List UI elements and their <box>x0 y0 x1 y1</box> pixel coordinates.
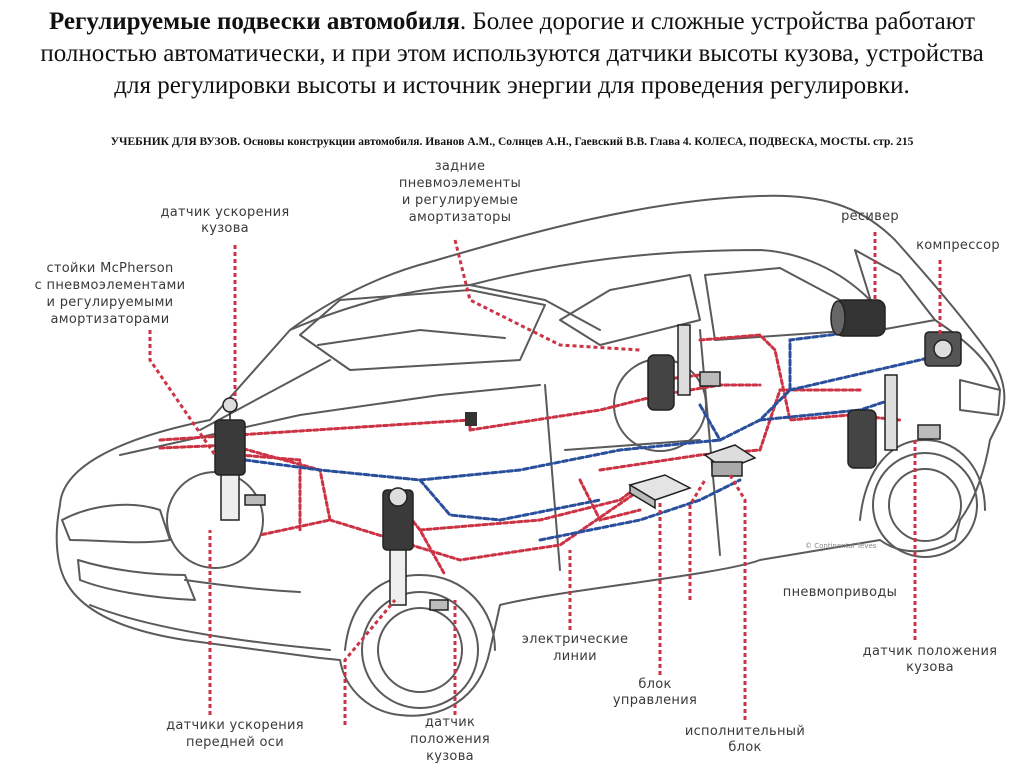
page-title: Регулируемые подвески автомобиля. Более … <box>20 6 1004 102</box>
label-copyright: © Continental Teves <box>805 542 877 550</box>
leader-lines <box>148 232 942 725</box>
label-control-2: управления <box>613 693 697 708</box>
label-mcpherson-3: и регулируемыми <box>47 295 174 310</box>
labels: задние пневмоэлементы и регулируемые амо… <box>35 159 1000 764</box>
label-mcpherson-1: стойки McPherson <box>46 261 173 276</box>
rear-right-air-spring <box>847 374 941 469</box>
label-accel-front-2: передней оси <box>186 735 284 750</box>
label-electric-2: линии <box>553 649 597 664</box>
front-left-strut <box>214 397 266 521</box>
compressor-unit <box>924 331 962 367</box>
label-pneumo: пневмоприводы <box>783 585 897 600</box>
label-accel-body-2: кузова <box>201 221 249 236</box>
label-body-pos-right-1: датчик положения <box>863 644 998 659</box>
label-body-pos-front-3: кузова <box>426 749 474 764</box>
control-unit-box <box>628 474 692 510</box>
receiver-tank <box>830 299 886 337</box>
rear-left-air-spring <box>647 324 721 411</box>
label-electric-1: электрические <box>522 632 629 647</box>
label-accel-body-1: датчик ускорения <box>160 205 289 220</box>
label-rear-air-1: задние <box>435 159 486 174</box>
label-accel-front-1: датчики ускорения <box>166 718 304 733</box>
label-control-1: блок <box>638 677 671 692</box>
air-lines <box>243 328 942 542</box>
actuator-block <box>703 444 757 477</box>
label-rear-air-4: амортизаторы <box>409 210 512 225</box>
label-mcpherson-2: с пневмоэлементами <box>35 278 186 293</box>
body-accel-sensor <box>465 412 477 426</box>
label-rear-air-2: пневмоэлементы <box>399 176 521 191</box>
label-actuator-2: блок <box>728 740 761 755</box>
label-body-pos-front-1: датчик <box>425 715 475 730</box>
title-bold: Регулируемые подвески автомобиля <box>48 8 460 35</box>
label-actuator-1: исполнительный <box>685 724 805 739</box>
label-compressor: компрессор <box>916 238 1000 253</box>
label-receiver: ресивер <box>841 209 899 224</box>
label-body-pos-right-2: кузова <box>906 660 954 675</box>
label-rear-air-3: и регулируемые <box>402 193 518 208</box>
label-body-pos-front-2: положения <box>410 732 490 747</box>
title-rest: . Более дорогие и сложные устройства раб… <box>40 8 984 99</box>
front-right-strut <box>382 487 449 611</box>
source-reference: УЧЕБНИК ДЛЯ ВУЗОВ. Основы конструкции ав… <box>110 136 914 148</box>
label-mcpherson-4: амортизаторами <box>50 312 169 327</box>
